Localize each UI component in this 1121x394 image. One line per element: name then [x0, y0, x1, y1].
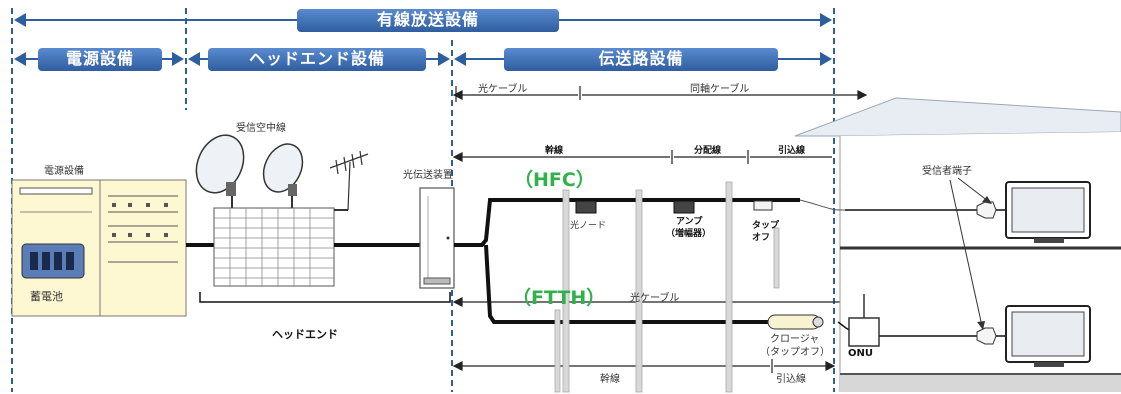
satellite-dish-icon	[262, 143, 304, 193]
amp-sub-label: （増幅器）	[666, 229, 712, 239]
optical-node-icon	[575, 200, 597, 214]
headend-label: ヘッドエンド	[272, 328, 338, 341]
onu-label: ONU	[848, 348, 873, 359]
top-bar	[297, 9, 559, 32]
closure-icon	[767, 314, 821, 330]
transmission-bar	[504, 48, 778, 71]
utility-poles	[554, 181, 780, 393]
outlet-icon	[976, 201, 997, 219]
drop-label: 引込線	[778, 146, 806, 156]
outlet-icon	[976, 327, 997, 345]
trunk-bottom-label: 幹線	[600, 374, 620, 385]
cable-lines	[454, 198, 990, 337]
antenna-group	[195, 134, 420, 287]
power-cabinet	[11, 179, 214, 317]
outlets	[949, 177, 1008, 345]
pole	[725, 181, 733, 393]
coax-cable-label: 同軸ケーブル	[690, 84, 750, 95]
drop-bottom-label: 引込線	[776, 374, 806, 385]
amplifier-icon	[673, 200, 695, 214]
dimension-lines	[452, 86, 868, 373]
television-sets	[1005, 181, 1091, 367]
optical-tx-label: 光伝送装置	[403, 170, 453, 181]
top-arrow	[14, 9, 832, 32]
pole	[773, 227, 780, 289]
pole	[554, 309, 561, 393]
headend-brace	[199, 292, 451, 303]
ftth-label: （FTTH）	[512, 287, 606, 309]
top-section-label: 有線放送設備	[376, 10, 479, 29]
distribution-label: 分配線	[694, 146, 722, 156]
power-equipment-label: 電源設備	[44, 166, 84, 177]
uhf-antenna-icon	[329, 150, 369, 211]
onu-box-icon	[848, 317, 880, 347]
tap2-label: オフ	[752, 233, 771, 243]
battery-label: 蓄電池	[30, 290, 63, 303]
pole	[635, 189, 643, 393]
onu-device	[848, 294, 880, 347]
tap-label: タップ	[752, 221, 780, 231]
subscriber-label: 受信者端子	[922, 166, 972, 177]
closure-sub-label: （タップオフ）	[760, 347, 830, 358]
trunk-label: 幹線	[545, 146, 564, 156]
pole	[562, 189, 570, 393]
satellite-dish-icon	[195, 134, 245, 194]
transmission-section-label: 伝送路設備	[598, 49, 684, 68]
tap-off-icon	[753, 200, 773, 211]
optical-cable-ftth-label: 光ケーブル	[630, 293, 680, 304]
headend-bar	[208, 48, 426, 71]
amp-label: アンプ	[676, 217, 703, 227]
headend-rack	[213, 196, 348, 287]
closure-label: クロージャ	[770, 334, 820, 345]
hfc-devices	[575, 200, 773, 214]
optical-node-label: 光ノード	[570, 221, 607, 231]
power-bar	[38, 48, 162, 71]
hfc-label: （HFC）	[514, 169, 595, 191]
antenna-label: 受信空中線	[236, 123, 286, 134]
optical-transmitter	[419, 187, 455, 289]
optical-cable-label: 光ケーブル	[478, 84, 528, 95]
section-arrows	[14, 48, 832, 71]
power-section-label: 電源設備	[65, 49, 134, 68]
closure-device	[767, 314, 824, 330]
headend-section-label: ヘッドエンド設備	[248, 49, 385, 68]
